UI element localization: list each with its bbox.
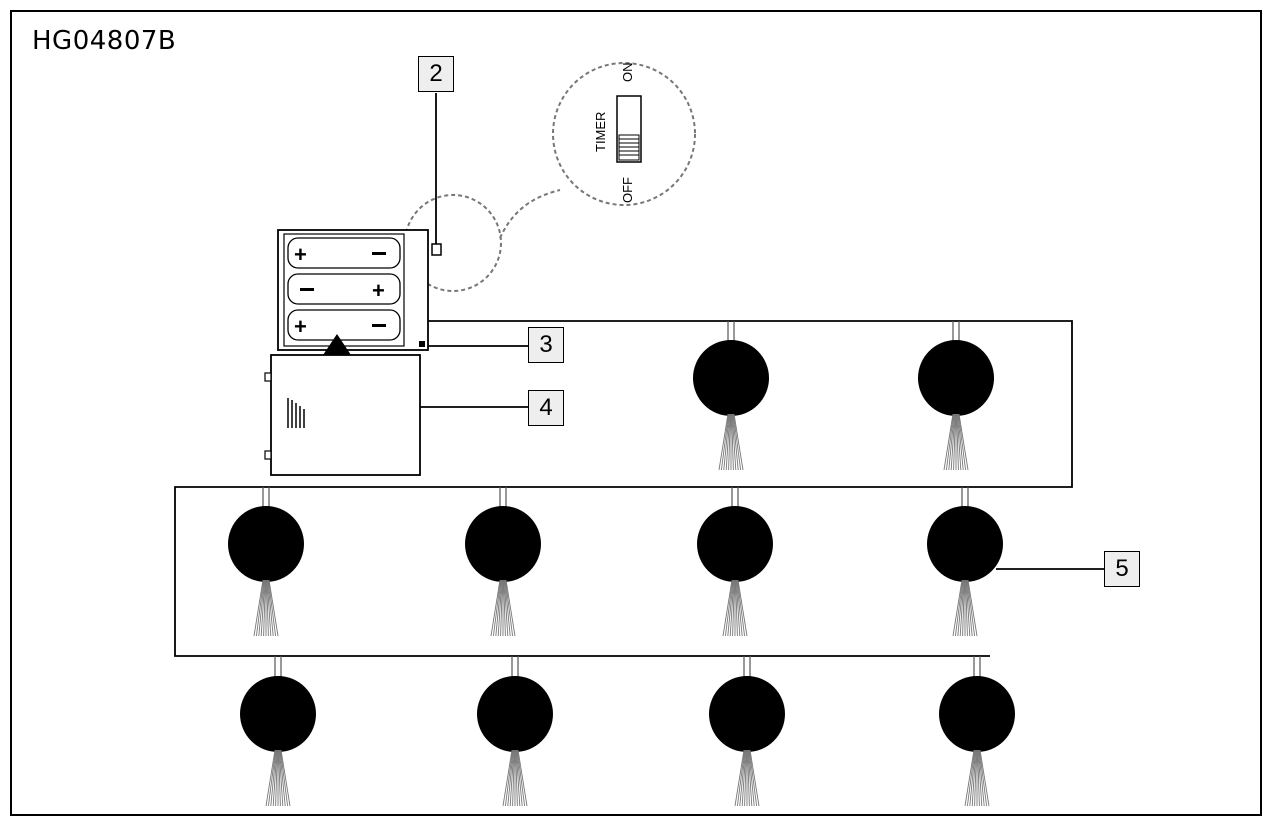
timer-switch [616,95,642,163]
svg-text:+: + [294,242,307,267]
light-string-wire [174,320,1073,657]
callout-leaders [419,93,1104,570]
bulb-3 [228,487,304,637]
switch-magnifier [404,62,696,292]
bulb-10 [939,656,1015,807]
svg-text:+: + [372,278,385,303]
callout-3: 3 [528,327,564,363]
bulb-6 [927,487,1003,637]
diagram-frame [10,10,1262,816]
battery-aa-3: + [287,309,401,341]
timer-switch-small [431,243,442,256]
bulb-5 [697,487,773,637]
svg-text:+: + [294,314,307,339]
callout-2: 2 [418,56,454,92]
model-code-label: HG04807B [32,26,177,56]
bulb-1 [693,321,769,471]
battery-box: + + + [277,229,442,351]
switch-off-label: OFF [620,177,635,203]
battery-aa-2: + [287,273,401,305]
battery-cover [264,354,421,476]
bulb-4 [465,487,541,637]
switch-on-label: ON [620,63,635,83]
bulb-2 [918,321,994,471]
bulb-7 [240,656,316,807]
timer-label: TIMER [593,112,608,152]
battery-aa-1: + [287,237,401,269]
battery-box-port [419,341,425,347]
callout-5: 5 [1104,551,1140,587]
bulb-9 [709,656,785,807]
insert-arrow [323,334,351,374]
bulb-group [228,321,1015,807]
bulb-8 [477,656,553,807]
callout-4: 4 [528,390,564,426]
